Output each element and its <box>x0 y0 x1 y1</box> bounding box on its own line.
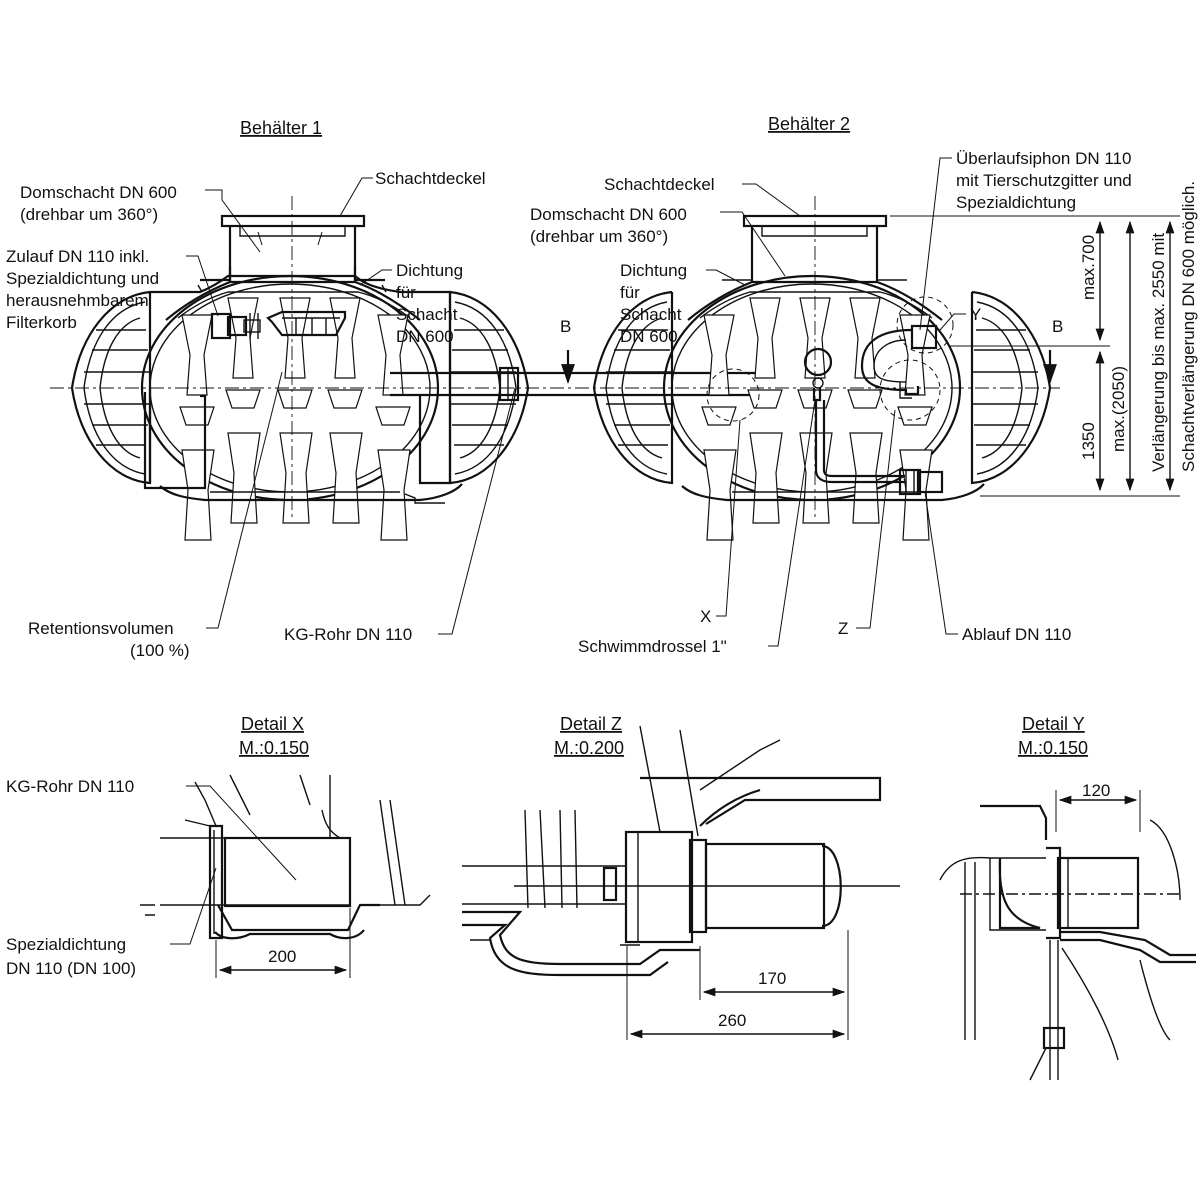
svg-text:DN 600: DN 600 <box>396 327 454 346</box>
label-retention: Retentionsvolumen <box>28 619 174 638</box>
svg-text:(100 %): (100 %) <box>130 641 190 660</box>
tank-1: Behälter 1 <box>70 118 530 541</box>
section-marker-b-right: B <box>1043 317 1063 384</box>
dimensions-right: max.700 1350 max.(2050) Verlängerung bis… <box>890 181 1198 497</box>
detail-y: Detail Y M.:0.150 120 <box>939 714 1196 1081</box>
outlet-pipe <box>898 468 944 496</box>
svg-text:(drehbar um 360°): (drehbar um 360°) <box>530 227 668 246</box>
detail-x-scale: M.:0.150 <box>239 738 309 758</box>
filter-basket <box>266 310 347 337</box>
label-z: Z <box>838 619 848 638</box>
detail-x-label-spezialdichtung: Spezialdichtung <box>6 935 126 954</box>
detail-y-scale: M.:0.150 <box>1018 738 1088 758</box>
svg-text:B: B <box>1052 317 1063 336</box>
detail-z-title: Detail Z <box>560 714 622 734</box>
kg-pipe <box>390 366 760 402</box>
label-domschacht-2: Domschacht DN 600 <box>530 205 687 224</box>
svg-text:herausnehmbarem: herausnehmbarem <box>6 291 149 310</box>
detail-x-circle <box>706 368 760 422</box>
label-x: X <box>700 607 711 626</box>
tank-1-lid <box>220 214 366 228</box>
svg-text:B: B <box>560 317 571 336</box>
tank-1-shaft <box>228 226 357 282</box>
float-throttle <box>803 347 905 484</box>
svg-text:Schachtverlängerung DN 600 mög: Schachtverlängerung DN 600 möglich. <box>1179 181 1198 472</box>
svg-text:DN 110 (DN 100): DN 110 (DN 100) <box>6 959 136 978</box>
label-ueberlaufsiphon: Überlaufsiphon DN 110 <box>956 149 1131 168</box>
tank-2-title: Behälter 2 <box>768 114 850 134</box>
label-y: Y <box>970 305 981 324</box>
detail-z-dim-170: 170 <box>758 969 786 988</box>
label-ablauf: Ablauf DN 110 <box>962 625 1071 644</box>
dim-max2050: max.(2050) <box>1109 366 1128 452</box>
detail-z-scale: M.:0.200 <box>554 738 624 758</box>
detail-x: Detail X M.:0.150 KG-Rohr DN 110 Spezial… <box>6 714 431 978</box>
dim-1350: 1350 <box>1079 422 1098 460</box>
tank-1-title: Behälter 1 <box>240 118 322 138</box>
annotations-main: Schachtdeckel Domschacht DN 600 (drehbar… <box>6 149 1132 660</box>
dim-max700: max.700 <box>1079 235 1098 300</box>
overflow-siphon <box>860 324 938 399</box>
detail-x-label-kg-rohr: KG-Rohr DN 110 <box>6 777 134 796</box>
svg-text:für: für <box>620 283 640 302</box>
svg-text:Schacht: Schacht <box>620 305 682 324</box>
label-zulauf: Zulauf DN 110 inkl. <box>6 247 149 266</box>
label-dichtung-2: Dichtung <box>620 261 687 280</box>
svg-text:für: für <box>396 283 416 302</box>
tank-2-right-cap <box>970 290 1052 485</box>
svg-text:Filterkorb: Filterkorb <box>6 313 77 332</box>
detail-z-dim-260: 260 <box>718 1011 746 1030</box>
label-schachtdeckel-2: Schachtdeckel <box>604 175 715 194</box>
detail-x-dim-200: 200 <box>268 947 296 966</box>
tank-1-left-cap <box>70 290 152 485</box>
detail-z-circle <box>879 359 941 421</box>
inlet-pipe <box>210 312 261 340</box>
label-schachtdeckel-1: Schachtdeckel <box>375 169 486 188</box>
section-marker-b-left: B <box>560 317 575 384</box>
detail-x-title: Detail X <box>241 714 304 734</box>
svg-text:DN 600: DN 600 <box>620 327 678 346</box>
detail-y-circle <box>896 296 954 354</box>
svg-text:Spezialdichtung: Spezialdichtung <box>956 193 1076 212</box>
detail-y-dim-120: 120 <box>1082 781 1110 800</box>
label-dichtung-1: Dichtung <box>396 261 463 280</box>
dim-verlaengerung: Verlängerung bis max. 2550 mit <box>1149 233 1168 472</box>
svg-text:Schacht: Schacht <box>396 305 458 324</box>
label-schwimmdrossel: Schwimmdrossel 1" <box>578 637 727 656</box>
svg-text:Spezialdichtung und: Spezialdichtung und <box>6 269 159 288</box>
label-domschacht-1: Domschacht DN 600 <box>20 183 177 202</box>
detail-z: Detail Z M.:0.200 170 260 <box>462 714 900 1040</box>
svg-text:mit Tierschutzgitter und: mit Tierschutzgitter und <box>956 171 1132 190</box>
tank-1-body <box>148 274 452 485</box>
label-kg-rohr: KG-Rohr DN 110 <box>284 625 412 644</box>
svg-text:(drehbar um 360°): (drehbar um 360°) <box>20 205 158 224</box>
detail-y-title: Detail Y <box>1022 714 1085 734</box>
